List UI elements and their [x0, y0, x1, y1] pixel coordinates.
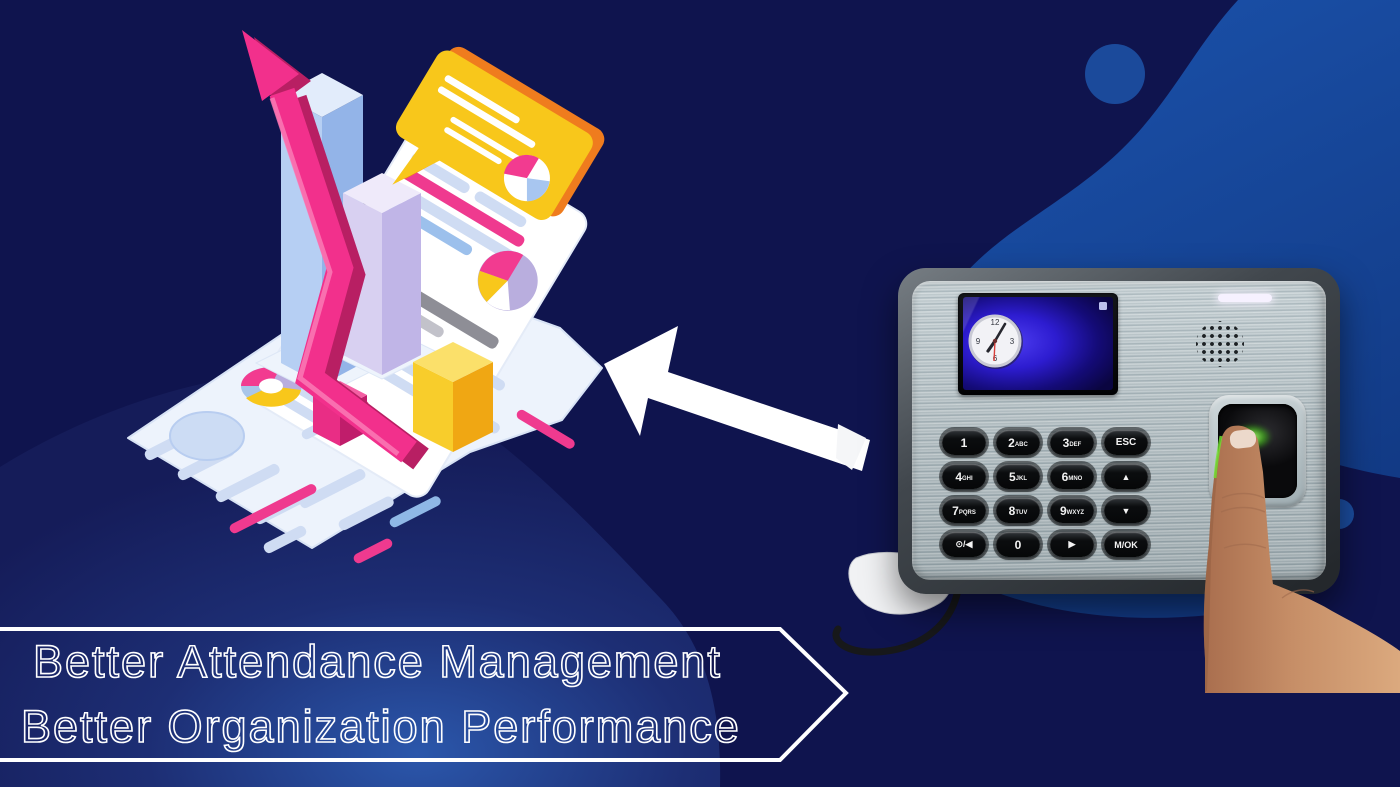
key-0[interactable]: 0 — [996, 532, 1040, 557]
key-esc[interactable]: ESC — [1104, 430, 1148, 455]
led-indicator — [1218, 294, 1272, 302]
key-down-arrow[interactable]: ▼ — [1104, 498, 1148, 523]
document-pie-chart — [477, 250, 538, 311]
pressing-hand — [1203, 425, 1400, 693]
speaker-grille-icon — [1196, 321, 1244, 367]
attendance-device: 12 3 6 9 — [898, 268, 1340, 594]
key-right-arrow[interactable]: ▶ — [1050, 532, 1094, 557]
banner-line-2: Better Organization Performance — [20, 700, 741, 753]
right-arrow-key-icon: ▶ — [1068, 539, 1076, 549]
device-screen-bezel: 12 3 6 9 — [958, 293, 1118, 395]
down-arrow-key-icon: ▼ — [1121, 505, 1131, 516]
key-menu-ok[interactable]: M/OK — [1104, 532, 1148, 557]
fingernail — [1229, 429, 1257, 449]
key-up-arrow[interactable]: ▲ — [1104, 464, 1148, 489]
power-cable — [832, 586, 962, 656]
power-back-key-icon: ⊙/◀ — [955, 539, 973, 549]
green-rim-light — [1213, 435, 1223, 479]
device-screen: 12 3 6 9 — [963, 297, 1113, 390]
banner-line-1: Better Attendance Management — [32, 635, 722, 688]
bar-yellow — [413, 342, 493, 452]
speech-bubble-icon — [392, 46, 605, 220]
finger-wrinkles — [1220, 492, 1315, 599]
white-pointer-arrow — [604, 326, 870, 471]
key-power-back[interactable]: ⊙/◀ — [942, 532, 986, 557]
pink-highlight-row — [401, 167, 525, 247]
sheet-circle — [169, 411, 245, 461]
up-arrow-key-icon: ▲ — [1121, 471, 1131, 482]
growth-zigzag-arrow — [242, 30, 429, 470]
key-1[interactable]: 1 — [942, 430, 986, 455]
banner-outline — [0, 627, 849, 762]
hand-shadow-edge — [1203, 440, 1221, 693]
bubble-pie-chart — [503, 154, 550, 202]
decor-circle-top — [1085, 44, 1145, 104]
paper-corner — [836, 424, 866, 470]
device-face: 12 3 6 9 — [912, 281, 1326, 580]
